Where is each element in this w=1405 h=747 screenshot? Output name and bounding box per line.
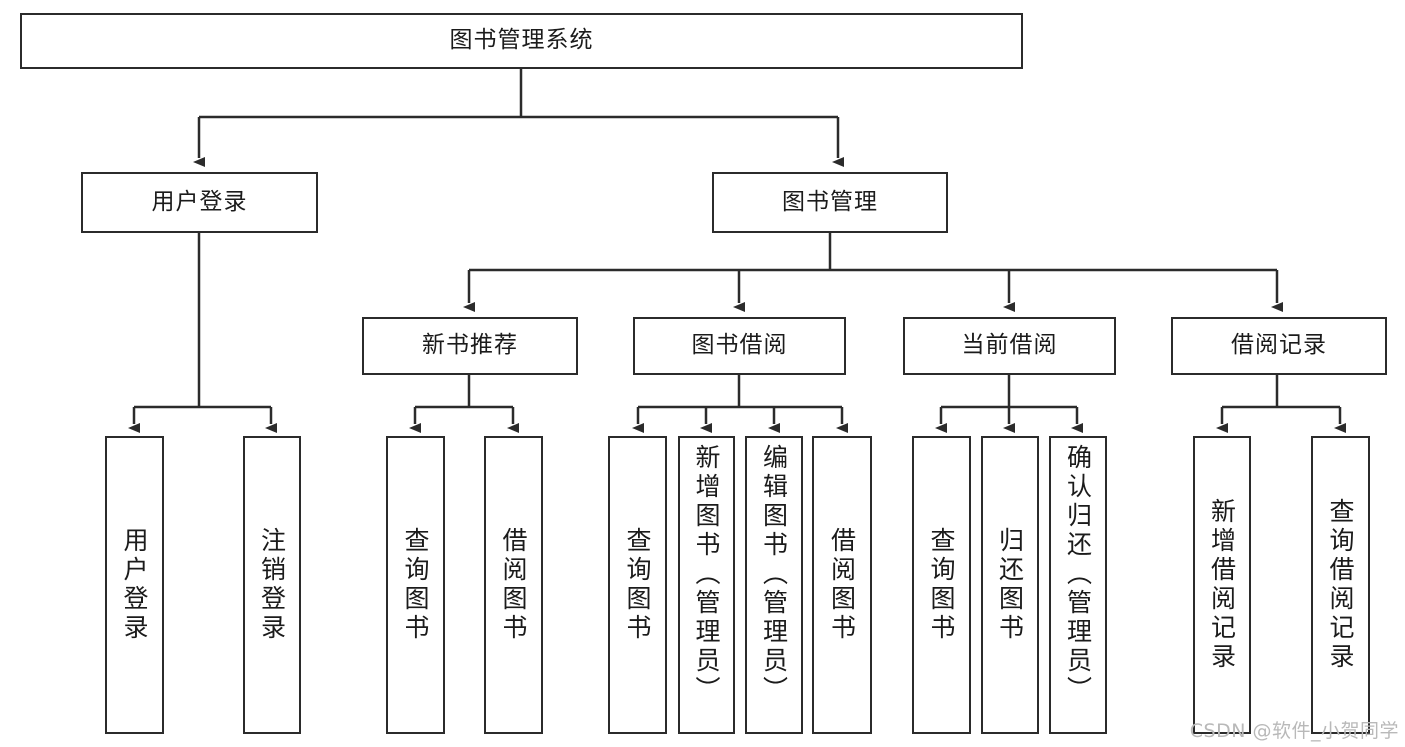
node-label: 用户登录 xyxy=(120,527,149,643)
csdn-watermark: CSDN @软件_小贺同学 xyxy=(1189,720,1399,742)
leaf-borrow-book-recommend[interactable]: 借阅图书 xyxy=(484,436,543,734)
node-current-borrow[interactable]: 当前借阅 xyxy=(903,317,1116,375)
node-label: 查询图书 xyxy=(401,527,430,643)
node-book-management[interactable]: 图书管理 xyxy=(712,172,948,233)
node-label: 借阅图书 xyxy=(499,527,528,643)
node-label: 图书管理系统 xyxy=(449,27,594,54)
leaf-query-book-current[interactable]: 查询图书 xyxy=(912,436,971,734)
leaf-add-borrow-record[interactable]: 新增借阅记录 xyxy=(1193,436,1251,734)
node-label: 查询图书 xyxy=(623,527,652,643)
node-label: 图书借阅 xyxy=(691,332,788,359)
node-new-book-recommend[interactable]: 新书推荐 xyxy=(362,317,578,375)
leaf-add-book-admin[interactable]: 新增图书（管理员） xyxy=(678,436,735,734)
node-label: 归还图书 xyxy=(995,527,1025,643)
node-label: 借阅图书 xyxy=(827,527,857,643)
node-label: 新增借阅记录 xyxy=(1207,498,1237,672)
node-label: 新增图书（管理员） xyxy=(692,444,721,705)
node-book-borrow[interactable]: 图书借阅 xyxy=(633,317,846,375)
node-book-management-system[interactable]: 图书管理系统 xyxy=(20,13,1023,69)
node-label: 查询图书 xyxy=(927,527,956,643)
node-label: 用户登录 xyxy=(151,188,248,215)
leaf-query-borrow-record[interactable]: 查询借阅记录 xyxy=(1311,436,1370,734)
leaf-confirm-return-admin[interactable]: 确认归还（管理员） xyxy=(1049,436,1107,734)
leaf-user-login[interactable]: 用户登录 xyxy=(105,436,164,734)
node-label: 新书推荐 xyxy=(422,332,518,359)
leaf-logout-login[interactable]: 注销登录 xyxy=(243,436,301,734)
node-label: 借阅记录 xyxy=(1231,332,1327,359)
leaf-borrow-book[interactable]: 借阅图书 xyxy=(812,436,872,734)
leaf-query-book-borrow[interactable]: 查询图书 xyxy=(608,436,667,734)
leaf-return-book[interactable]: 归还图书 xyxy=(981,436,1039,734)
node-label: 图书管理 xyxy=(782,188,878,215)
node-borrow-record[interactable]: 借阅记录 xyxy=(1171,317,1387,375)
leaf-query-book-recommend[interactable]: 查询图书 xyxy=(386,436,445,734)
node-label: 查询借阅记录 xyxy=(1326,498,1355,672)
node-label: 注销登录 xyxy=(257,527,287,643)
node-user-login[interactable]: 用户登录 xyxy=(81,172,318,233)
node-label: 确认归还（管理员） xyxy=(1063,444,1093,705)
node-label: 当前借阅 xyxy=(961,332,1058,359)
leaf-edit-book-admin[interactable]: 编辑图书（管理员） xyxy=(745,436,803,734)
node-label: 编辑图书（管理员） xyxy=(759,444,789,705)
